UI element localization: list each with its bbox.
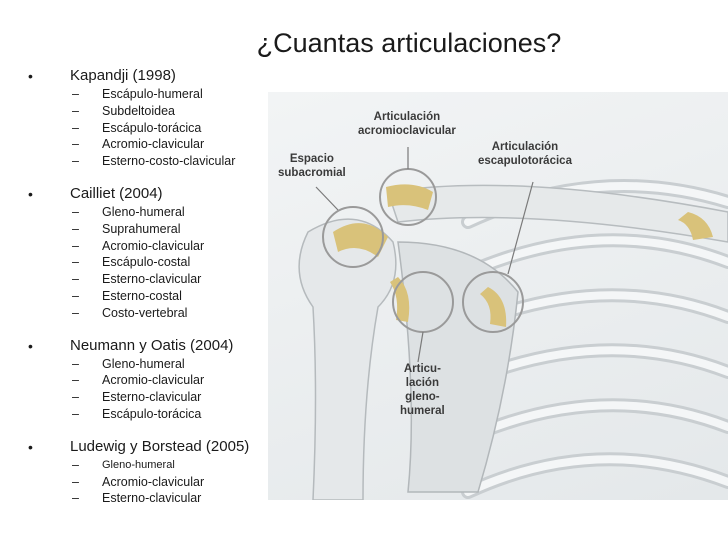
list-item: –Acromio-clavicular xyxy=(72,474,205,489)
subacromial-space-circle xyxy=(322,206,384,268)
cartilage-shape xyxy=(333,223,388,257)
list-item: –Subdeltoidea xyxy=(72,103,175,118)
cartilage-shape xyxy=(480,287,507,327)
shoulder-skeleton-drawing xyxy=(298,147,728,500)
list-item: –Escápulo-costal xyxy=(72,255,191,270)
source-heading: Kapandji (1998) xyxy=(70,67,176,84)
source-heading: Cailliet (2004) xyxy=(70,184,163,202)
list-item: –Costo-vertebral xyxy=(72,305,188,320)
label-articulacion-escapulotoracica: Articulación escapulotorácica xyxy=(478,141,572,167)
list-item: –Suprahumeral xyxy=(72,221,181,236)
bullet-icon: • xyxy=(28,68,33,84)
list-item: –Gleno-humeral xyxy=(72,457,175,472)
cartilage-shape xyxy=(678,212,713,240)
bullet-icon: • xyxy=(28,438,33,455)
source-group-neumann: • Neumann y Oatis (2004) –Gleno-humeral –… xyxy=(28,336,268,423)
cartilage-shape xyxy=(390,277,410,322)
list-item: –Esterno-costal xyxy=(72,288,182,303)
list-item: –Escápulo-humeral xyxy=(72,87,203,101)
list-item: –Gleno-humeral xyxy=(72,204,185,219)
shoulder-anatomy-illustration: Espacio subacromial Articulación acromio… xyxy=(268,92,728,500)
source-heading: Ludewig y Borstead (2005) xyxy=(70,437,250,455)
list-item: –Esterno-clavicular xyxy=(72,390,202,405)
pointer-line xyxy=(417,331,424,363)
sources-list: • Kapandji (1998) –Escápulo-humeral –Subd… xyxy=(28,66,268,521)
list-item: –Escápulo-torácica xyxy=(72,406,202,421)
bullet-icon: • xyxy=(28,337,33,354)
list-item: –Acromio-clavicular xyxy=(72,137,205,152)
list-item: –Gleno-humeral xyxy=(72,356,185,371)
scapulothoracic-joint-circle xyxy=(462,271,524,333)
pointer-line xyxy=(507,181,534,275)
list-item: –Esterno-costo-clavicular xyxy=(72,154,236,169)
cartilage-shape xyxy=(386,184,433,210)
list-item: –Acromio-clavicular xyxy=(72,238,205,253)
list-item: –Acromio-clavicular xyxy=(72,373,205,388)
scapula-shape xyxy=(397,241,519,493)
list-item: –Esterno-clavicular xyxy=(72,491,202,506)
list-item: –Esterno-clavicular xyxy=(72,272,202,287)
label-articulacion-glenohumeral: Articu- lación gleno- humeral xyxy=(400,363,445,417)
list-item: –Escápulo-torácica xyxy=(72,120,202,135)
source-group-kapandji: • Kapandji (1998) –Escápulo-humeral –Subd… xyxy=(28,66,268,170)
label-articulacion-acromioclavicular: Articulación acromioclavicular xyxy=(358,111,456,137)
label-espacio-subacromial: Espacio subacromial xyxy=(278,153,346,179)
source-group-ludewig: • Ludewig y Borstead (2005) –Gleno-humera… xyxy=(28,437,268,507)
bullet-icon: • xyxy=(28,185,33,202)
source-heading: Neumann y Oatis (2004) xyxy=(70,336,234,354)
source-group-cailliet: • Cailliet (2004) –Gleno-humeral –Suprahu… xyxy=(28,184,268,322)
pointer-line xyxy=(315,186,339,211)
clavicle-shape xyxy=(387,184,728,243)
slide-title: ¿Cuantas articulaciones? xyxy=(256,28,562,58)
humerus-shape xyxy=(298,218,397,500)
